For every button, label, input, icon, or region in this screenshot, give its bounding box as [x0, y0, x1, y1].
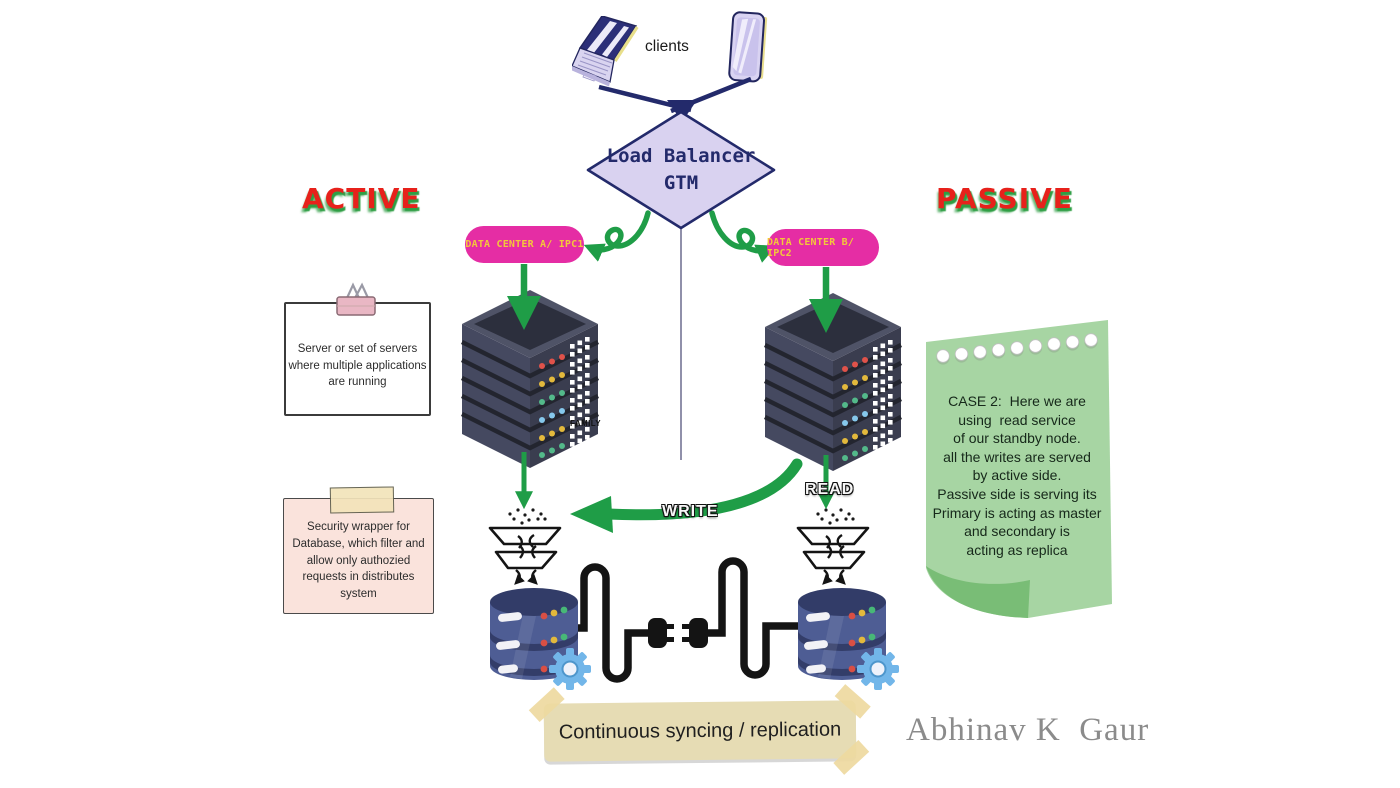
sync-banner: Continuous syncing / replication — [528, 684, 871, 775]
case-note-text: CASE 2: Here we are using read service o… — [932, 393, 1102, 558]
servers-note-text: Server or set of servers where multiple … — [288, 342, 427, 389]
author-signature: Abhinav K Gaur — [906, 712, 1150, 748]
gear-icon — [856, 647, 900, 691]
laptop-icon — [572, 16, 639, 87]
read-label: READ — [805, 481, 855, 498]
load-balancer-diamond — [586, 110, 776, 230]
load-balancer-line1: Load Balancer — [606, 145, 756, 168]
punch-holes — [936, 333, 1098, 365]
filter-funnel-a-icon — [488, 508, 562, 585]
security-note-text: Security wrapper for Database, which fil… — [292, 521, 425, 600]
database-b-icon — [798, 588, 900, 691]
database-a-icon — [490, 588, 592, 691]
data-center-a-badge: DATA CENTER A/ IPC1 — [465, 226, 584, 263]
data-center-a-label: DATA CENTER A/ IPC1 — [465, 239, 584, 250]
clients-label: clients — [645, 38, 689, 55]
server-rack-a-icon — [460, 290, 600, 468]
active-label: ACTIVE — [302, 182, 421, 215]
case-note-paper — [926, 320, 1112, 618]
gear-icon — [548, 647, 592, 691]
load-balancer-label: Load Balancer GTM — [588, 112, 774, 228]
write-arrow — [570, 458, 803, 533]
servers-note: Server or set of servers where multiple … — [284, 282, 431, 416]
smartphone-icon — [728, 11, 768, 83]
server-rack-b-icon — [763, 293, 903, 471]
data-center-b-badge: DATA CENTER B/ IPC2 — [767, 229, 879, 266]
security-note: Security wrapper for Database, which fil… — [283, 486, 434, 614]
data-center-b-label: DATA CENTER B/ IPC2 — [767, 236, 855, 259]
load-balancer-line2: GTM — [663, 172, 699, 194]
tape-icon — [329, 486, 395, 514]
tape-icon — [833, 740, 870, 775]
power-plug-icon — [560, 557, 810, 683]
sync-banner-text: Continuous syncing / replication — [558, 718, 842, 743]
passive-label: PASSIVE — [936, 182, 1073, 215]
filter-funnel-b-icon — [796, 508, 870, 585]
binder-clip-icon — [336, 282, 376, 316]
family-watermark: FAMILY — [570, 419, 601, 428]
write-label: WRITE — [662, 503, 719, 520]
